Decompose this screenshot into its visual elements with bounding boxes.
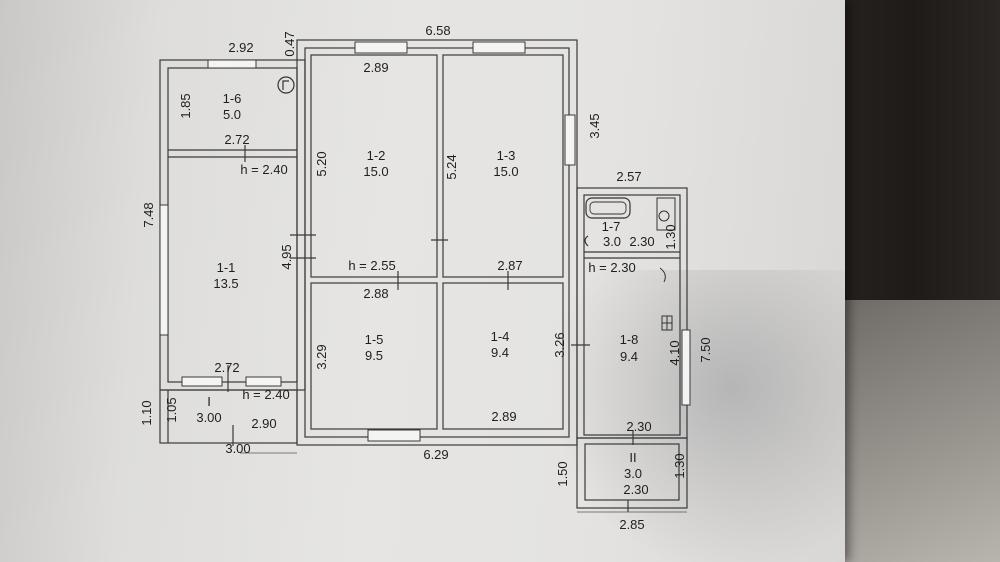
dimension-label: 2.92	[228, 40, 254, 55]
window	[207, 59, 257, 69]
window	[245, 376, 282, 387]
hand-shadow	[560, 270, 845, 562]
dimension-label: 2.72	[224, 132, 250, 147]
dimension-label: 2.30	[623, 482, 649, 497]
room-area-1-4: 9.4	[490, 345, 510, 360]
room-code-1-3: 1-3	[496, 148, 516, 163]
dimension-label: 3.00	[225, 441, 251, 456]
vestibule-inner	[584, 443, 680, 501]
dimension-label: 2.87	[497, 258, 523, 273]
room-area-1-1: 13.5	[213, 276, 239, 291]
dimension-label: 1.50	[555, 461, 570, 487]
room-1-2-wall	[310, 54, 438, 278]
dimension-label: 1.05	[164, 397, 179, 423]
dimension-label: 2.89	[363, 60, 389, 75]
dimension-label: 3.29	[314, 344, 329, 370]
dimension-label: 2.89	[491, 409, 517, 424]
dimension-label: 2.72	[214, 360, 240, 375]
dimension-label: 2.85	[619, 517, 645, 532]
room-code-I: I	[207, 394, 211, 409]
dimension-label: 2.57	[616, 169, 642, 184]
room-code-1-8: 1-8	[619, 332, 639, 347]
room-area-1-5: 9.5	[364, 348, 384, 363]
room-1-4-wall	[442, 282, 564, 430]
dimension-label: 7.48	[141, 202, 156, 228]
room-area-I: 3.00	[196, 410, 222, 425]
dimension-label: 3.45	[587, 113, 602, 139]
right-block-inner	[583, 194, 681, 436]
room-area-II: 3.0	[623, 466, 643, 481]
ceiling-height-label: h = 2.40	[240, 162, 288, 177]
dimension-label: 6.29	[423, 447, 449, 462]
dimension-label: 4.95	[279, 244, 294, 270]
room-code-1-5: 1-5	[364, 332, 384, 347]
vestibule-outer	[576, 437, 688, 509]
room-code-1-4: 1-4	[490, 329, 510, 344]
window	[681, 329, 691, 406]
toilet-icon	[584, 235, 589, 247]
bathtub-icon	[585, 197, 631, 219]
dimension-label: 1.30	[663, 224, 678, 250]
window	[181, 376, 223, 387]
floor-plan-drawing	[159, 41, 691, 513]
dimension-label: 1.10	[139, 400, 154, 426]
room-code-II: II	[629, 450, 637, 465]
room-code-1-1: 1-1	[216, 260, 236, 275]
window	[159, 204, 169, 336]
dimension-label: 4.10	[667, 340, 682, 366]
dimension-label: 3.26	[552, 332, 567, 358]
room-area-1-6: 5.0	[222, 107, 242, 122]
room-area-1-7: 3.0	[602, 234, 622, 249]
dimension-label: 5.20	[314, 151, 329, 177]
window	[472, 41, 526, 54]
window	[367, 429, 421, 442]
room-code-1-2: 1-2	[366, 148, 386, 163]
dimension-label: 2.90	[251, 416, 277, 431]
dimension-label: 1.30	[672, 453, 687, 479]
window	[354, 41, 408, 54]
dimension-label: 2.30	[629, 234, 655, 249]
grey-background	[840, 300, 1000, 562]
dimension-label: 2.30	[626, 419, 652, 434]
ceiling-height-label: h = 2.30	[588, 260, 636, 275]
room-area-1-2: 15.0	[363, 164, 389, 179]
dimension-label: 7.50	[698, 337, 713, 363]
dimension-label: 0.47	[282, 31, 297, 57]
stove-icon	[277, 76, 295, 94]
dimension-label: 2.88	[363, 286, 389, 301]
room-1-3-wall	[442, 54, 564, 278]
paper-sheet	[0, 0, 845, 562]
ceiling-height-label: h = 2.40	[242, 387, 290, 402]
dimension-label: 5.24	[444, 154, 459, 180]
room-area-1-8: 9.4	[619, 349, 639, 364]
room-1-5-wall	[310, 282, 438, 430]
room-area-1-3: 15.0	[493, 164, 519, 179]
sink-icon	[658, 210, 670, 222]
room-code-1-7: 1-7	[601, 219, 621, 234]
room-code-1-6: 1-6	[222, 91, 242, 106]
dimension-label: 6.58	[425, 23, 451, 38]
dimension-label: 1.85	[178, 93, 193, 119]
ceiling-height-label: h = 2.55	[348, 258, 396, 273]
window	[564, 114, 576, 166]
